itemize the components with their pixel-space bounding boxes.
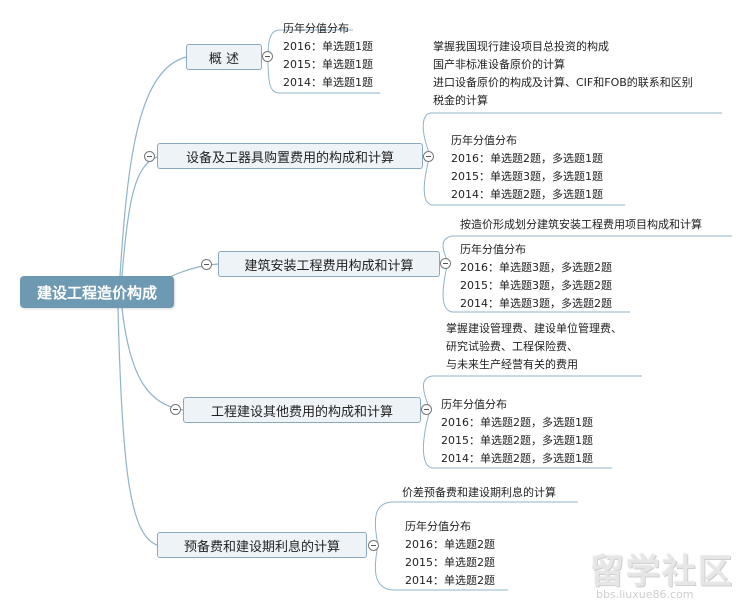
topic-overview[interactable]: 概 述: [186, 44, 262, 70]
watermark: 留学社区 bbs.liuxue86.com: [590, 544, 740, 604]
topic-equipment-cost[interactable]: 设备及工器具购置费用的构成和计算: [157, 143, 423, 169]
topic-label: 工程建设其他费用的构成和计算: [210, 404, 393, 420]
history-line: 2016：单选题1题: [283, 40, 373, 53]
history-line: 2015：单选题2题，多选题1题: [441, 434, 593, 447]
note-line: 与未来生产经营有关的费用: [446, 358, 578, 371]
history-line: 2014：单选题3题，多选题2题: [460, 297, 612, 310]
history-line: 2015：单选题1题: [283, 58, 373, 71]
note-line: 按造价形成划分建筑安装工程费用项目构成和计算: [460, 218, 702, 231]
history-line: 历年分值分布: [405, 520, 471, 533]
topic-construction-cost[interactable]: 建筑安装工程费用构成和计算: [218, 251, 440, 277]
history-line: 2014：单选题2题，多选题1题: [451, 188, 603, 201]
history-line: 2015：单选题3题，多选题2题: [460, 279, 612, 292]
history-line: 历年分值分布: [283, 22, 349, 35]
collapse-icon[interactable]: [144, 151, 155, 162]
history-line: 历年分值分布: [451, 134, 517, 147]
history-line: 2016：单选题3题，多选题2题: [460, 261, 612, 274]
history-line: 2014：单选题2题: [405, 574, 495, 587]
topic-label: 建筑安装工程费用构成和计算: [244, 258, 414, 274]
watermark-logo: 留学社区: [590, 552, 734, 592]
root-node[interactable]: 建设工程造价构成: [20, 276, 174, 308]
history-line: 2014：单选题2题，多选题1题: [441, 452, 593, 465]
history-line: 2015：单选题2题: [405, 556, 495, 569]
root-label: 建设工程造价构成: [36, 283, 157, 302]
note-line: 掌握建设管理费、建设单位管理费、: [446, 322, 622, 335]
note-line: 掌握我国现行建设项目总投资的构成: [433, 40, 609, 53]
collapse-icon[interactable]: [262, 51, 273, 62]
history-line: 历年分值分布: [460, 243, 526, 256]
history-line: 历年分值分布: [441, 398, 507, 411]
history-line: 2016：单选题2题: [405, 538, 495, 551]
topic-label: 概 述: [208, 51, 240, 67]
collapse-icon[interactable]: [421, 404, 432, 415]
topic-label: 预备费和建设期利息的计算: [183, 539, 340, 555]
collapse-icon[interactable]: [423, 151, 434, 162]
history-line: 2014：单选题1题: [283, 76, 373, 89]
collapse-icon[interactable]: [368, 540, 379, 551]
history-line: 2016：单选题2题，多选题1题: [451, 152, 603, 165]
collapse-icon[interactable]: [201, 259, 212, 270]
topic-label: 设备及工器具购置费用的构成和计算: [185, 150, 394, 166]
note-line: 税金的计算: [433, 94, 488, 107]
topic-other-costs[interactable]: 工程建设其他费用的构成和计算: [183, 397, 421, 423]
collapse-icon[interactable]: [170, 404, 181, 415]
note-line: 进口设备原价的构成及计算、CIF和FOB的联系和区别: [433, 76, 693, 89]
collapse-icon[interactable]: [440, 258, 451, 269]
note-line: 价差预备费和建设期利息的计算: [402, 486, 556, 499]
topic-reserve-interest[interactable]: 预备费和建设期利息的计算: [157, 532, 367, 558]
watermark-url: bbs.liuxue86.com: [596, 588, 694, 601]
note-line: 国产非标准设备原价的计算: [433, 58, 565, 71]
note-line: 研究试验费、工程保险费、: [446, 340, 578, 353]
history-line: 2016：单选题2题，多选题1题: [441, 416, 593, 429]
history-line: 2015：单选题3题，多选题1题: [451, 170, 603, 183]
